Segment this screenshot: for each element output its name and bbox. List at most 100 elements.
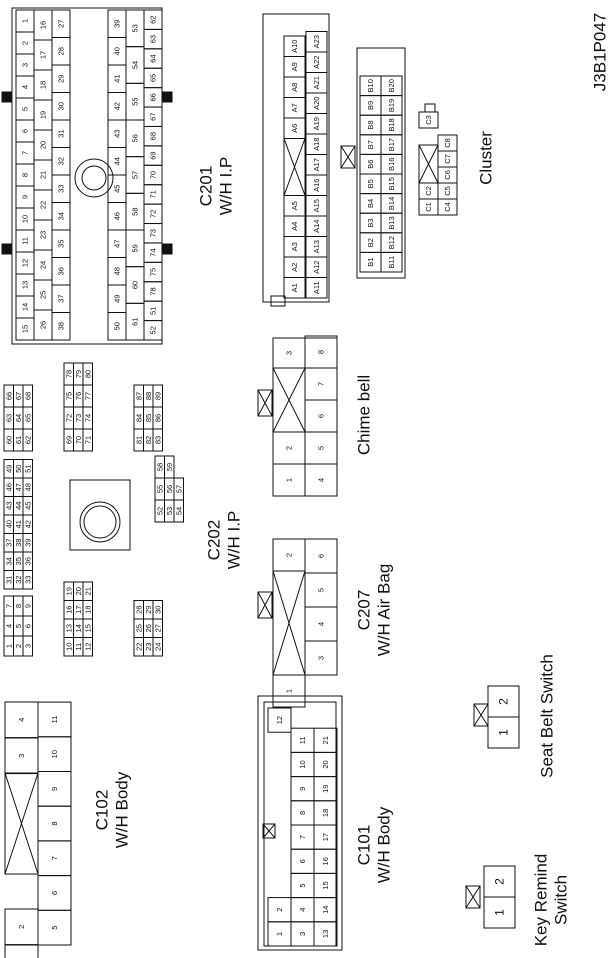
pin-label: B14 [387,197,396,210]
pin-label: 83 [153,436,162,444]
pin-cell [380,75,403,97]
seat-belt-label: Seat Belt Switch [538,654,557,778]
pin-label: B3 [366,218,375,227]
mount-tab [161,243,173,255]
pin-label: 69 [64,436,73,444]
pin-label: 63 [4,414,13,422]
pin-label: A9 [290,62,299,71]
pin-label: 34 [4,557,13,565]
pin-label: 74 [83,414,92,422]
connector-shell [356,47,406,279]
pin-label: A17 [312,158,321,171]
pin-label: 6 [317,554,326,558]
pin-label: 26 [144,624,153,632]
pin-label: 2 [275,908,284,912]
pin-label: 20 [39,141,48,149]
figure-code: J3B1P047 [591,13,610,91]
pin-label: A4 [290,222,299,231]
pin-cell [173,477,184,501]
pin-label: 35 [14,557,23,565]
pin-label: 64 [149,54,158,62]
pin-label: 62 [149,16,158,24]
pin-label: B19 [387,99,396,112]
pin-label: B15 [387,177,396,190]
pin-label: 3 [17,754,26,758]
pin-label: A11 [312,281,321,294]
pin-label: 84 [134,414,143,422]
cluster-connector-a [262,13,330,307]
pin-label: 1 [4,644,13,648]
pin-label: 2 [21,41,30,45]
pin-label: 2 [285,446,294,450]
pin-label: 22 [39,201,48,209]
pin-label: B1 [366,258,375,267]
pin-label: 11 [74,643,83,651]
pin-label: 3 [298,932,307,936]
pin-label: 47 [14,483,23,491]
pin-label: 51 [149,307,158,315]
pin-label: 27 [57,20,66,28]
pin-label: 30 [153,606,162,614]
keyway-line [272,570,306,676]
pin-label: 58 [155,463,164,471]
pin-label: 59 [165,463,174,471]
pin-label: A16 [312,179,321,192]
pin-label: 73 [74,414,83,422]
pin-label: 8 [21,173,30,177]
pin-label: 52 [149,326,158,334]
pin-label: 1 [497,729,511,736]
pin-label: 39 [113,20,122,28]
pin-label: B5 [366,179,375,188]
pin-cell [283,35,306,57]
bolt-hole [74,158,114,198]
pin-label: 58 [131,207,140,215]
pin-label: 11 [298,736,307,744]
pin-label: 2 [17,925,26,929]
pin-label: 71 [149,190,158,198]
keyway-line [257,389,273,417]
pin-label: 4 [21,85,30,89]
pin-label: C2 [424,186,433,196]
pin-label: 2 [285,553,294,557]
pin-label: 7 [21,151,30,155]
pin-label: A14 [312,220,321,233]
pin-label: 12 [83,643,92,651]
pin-label: 23 [144,643,153,651]
pin-label: 48 [113,267,122,275]
pin-label: 61 [131,317,140,325]
pin-label: 2 [14,644,23,648]
keyway-box [257,591,273,619]
pin-label: 11 [21,237,30,245]
keyway-line [272,367,306,433]
pin-label: 14 [74,624,83,632]
pin-label: 39 [23,539,32,547]
bolt-hole-inner [81,165,107,191]
pin-label: 68 [149,132,158,140]
c102-sub: W/H Body [113,771,132,848]
pin-label: 13 [321,930,330,938]
pin-cell [304,335,338,369]
pin-label: 8 [50,821,59,825]
c202-sub: W/H I.P [225,511,244,570]
pin-label: 4 [317,478,326,482]
pin-label: A8 [290,83,299,92]
pin-label: 1 [493,909,507,916]
pin-label: 33 [57,185,66,193]
pin-label: A7 [290,103,299,112]
pin-label: 50 [113,322,122,330]
keyway-line [257,591,273,619]
pin-label: 9 [50,787,59,791]
pin-label: B7 [366,140,375,149]
pin-label: 40 [113,47,122,55]
pin-label: C8 [443,138,452,148]
pin-label: B13 [387,216,396,229]
pin-label: 1 [275,932,284,936]
c101-sub: W/H Body [375,806,394,883]
pin-label: 87 [134,392,143,400]
pin-label: 44 [14,502,23,510]
pin-cell [313,727,338,753]
pin-label: 5 [317,588,326,592]
bolt-hole-inner [83,505,117,539]
pin-label: 85 [144,414,153,422]
pin-label: 70 [74,436,83,444]
